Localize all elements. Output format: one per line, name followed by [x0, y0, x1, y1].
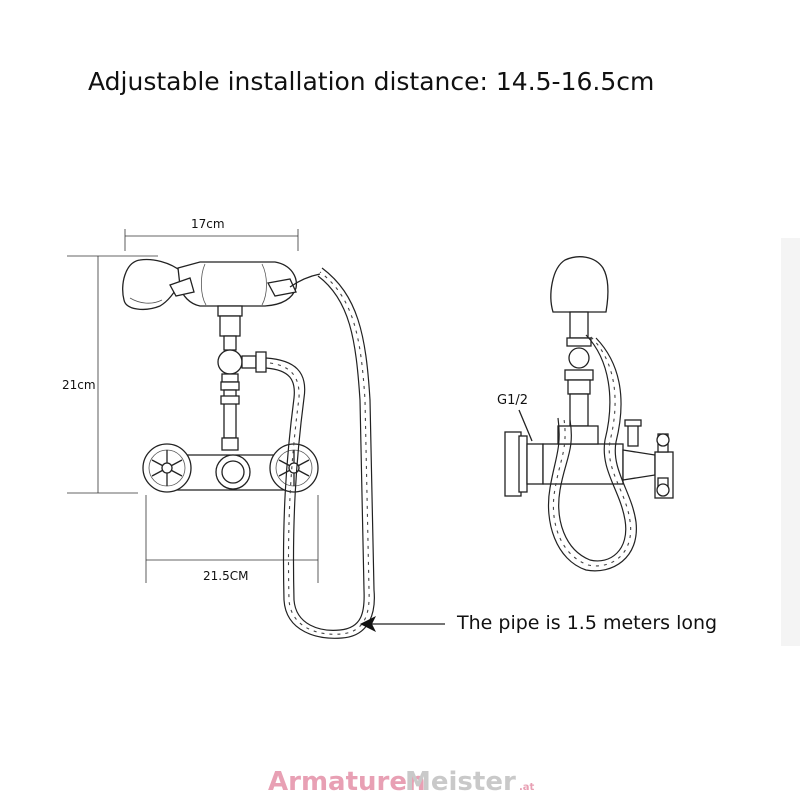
side-hose — [547, 334, 637, 572]
front-view-drawing: 17cm 21cm 21.5CM — [62, 217, 717, 639]
installation-distance-title: Adjustable installation distance: 14.5-1… — [88, 67, 654, 96]
side-valve-body — [504, 419, 674, 499]
handset-length-label: 17cm — [191, 217, 225, 231]
handle-spacing-dimension: 21.5CM — [145, 495, 319, 583]
right-cross-handle — [269, 443, 319, 493]
side-view-drawing: G1/2 — [497, 256, 674, 572]
handset-length-dimension: 17cm — [124, 217, 299, 251]
mixer-valve-body — [142, 443, 319, 493]
hose-length-callout: The pipe is 1.5 meters long — [360, 612, 717, 634]
side-shower-head — [550, 256, 609, 427]
right-edge-strip — [781, 238, 800, 646]
total-height-dimension: 21cm — [62, 255, 158, 494]
handle-spacing-label: 21.5CM — [203, 569, 248, 583]
hose-length-note: The pipe is 1.5 meters long — [456, 612, 717, 634]
watermark-suffix: .at — [519, 782, 535, 793]
g-half-port-callout: G1/2 — [497, 393, 533, 442]
port-size-label: G1/2 — [497, 393, 528, 408]
shower-handset — [122, 258, 321, 337]
riser-pipe — [217, 335, 267, 451]
watermark-logo: Armaturen Meister .at — [268, 767, 535, 797]
left-cross-handle — [142, 443, 192, 493]
watermark-part-2: Meister — [405, 767, 516, 797]
shower-hose — [265, 267, 375, 639]
total-height-label: 21cm — [62, 378, 96, 392]
watermark-part-1: Armaturen — [268, 767, 426, 797]
